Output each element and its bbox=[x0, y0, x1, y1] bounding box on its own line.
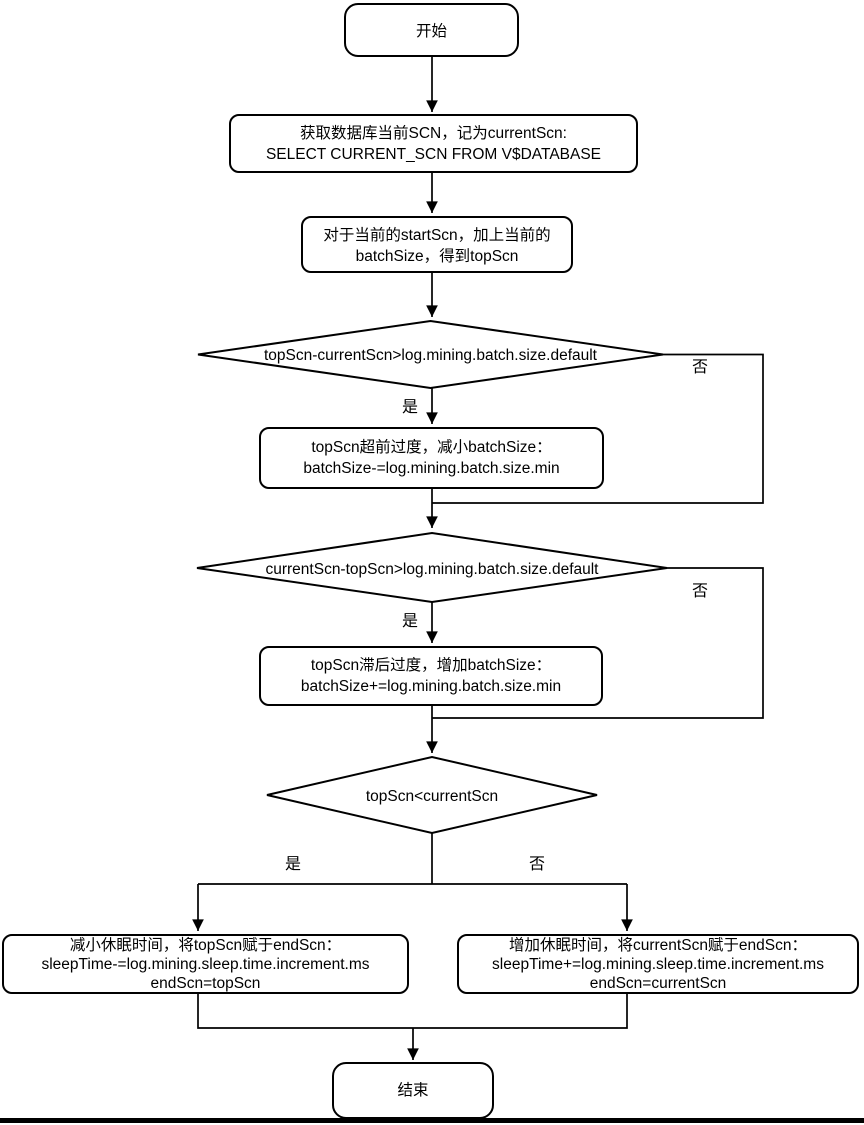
check-ahead-label: topScn-currentScn>log.mining.batch.size.… bbox=[264, 347, 598, 364]
shrink-sleep-line3: endScn=topScn bbox=[151, 975, 261, 992]
decision-top-lt-current: topScn<currentScn bbox=[266, 755, 598, 835]
compute-topscn-line1: 对于当前的startScn，加上当前的 bbox=[323, 226, 550, 244]
fetch-scn-line2: SELECT CURRENT_SCN FROM V$DATABASE bbox=[266, 146, 601, 163]
shrink-batch-line1: topScn超前过度，减小batchSize： bbox=[311, 438, 551, 456]
node-compute-topscn: 对于当前的startScn，加上当前的 batchSize，得到topScn bbox=[301, 216, 573, 273]
node-grow-sleep: 增加休眠时间，将currentScn赋于endScn： sleepTime+=l… bbox=[457, 934, 859, 994]
node-shrink-batch: topScn超前过度，减小batchSize： batchSize-=log.m… bbox=[259, 427, 604, 489]
shrink-sleep-line2: sleepTime-=log.mining.sleep.time.increme… bbox=[41, 956, 369, 973]
grow-sleep-line1: 增加休眠时间，将currentScn赋于endScn： bbox=[509, 936, 807, 954]
decision-check-behind: currentScn-topScn>log.mining.batch.size.… bbox=[196, 531, 668, 604]
node-grow-batch: topScn滞后过度，增加batchSize： batchSize+=log.m… bbox=[259, 646, 603, 706]
node-shrink-sleep: 减小休眠时间，将topScn赋于endScn： sleepTime-=log.m… bbox=[2, 934, 409, 994]
compute-topscn-shape bbox=[301, 216, 573, 273]
edges bbox=[192, 56, 764, 1060]
grow-sleep-line2: sleepTime+=log.mining.sleep.time.increme… bbox=[492, 956, 824, 973]
edge-no-loop-check-ahead bbox=[432, 353, 764, 504]
end-label: 结束 bbox=[397, 1081, 428, 1099]
compute-topscn-line2: batchSize，得到topScn bbox=[356, 247, 519, 265]
edge-merge bbox=[197, 993, 628, 1029]
label-no-2: 否 bbox=[692, 583, 708, 600]
label-yes-3: 是 bbox=[285, 856, 301, 873]
shrink-sleep-shape bbox=[2, 934, 409, 994]
top-lt-current-shape bbox=[266, 755, 598, 835]
bottom-divider bbox=[0, 1118, 864, 1123]
grow-batch-line1: topScn滞后过度，增加batchSize： bbox=[311, 656, 551, 674]
grow-sleep-line3: endScn=currentScn bbox=[590, 975, 727, 992]
fetch-scn-line1: 获取数据库当前SCN，记为currentScn: bbox=[300, 124, 567, 142]
top-lt-current-label: topScn<currentScn bbox=[366, 788, 498, 805]
grow-batch-shape bbox=[259, 646, 603, 706]
check-ahead-shape bbox=[197, 319, 664, 390]
node-end: 结束 bbox=[332, 1062, 494, 1119]
label-no-1: 否 bbox=[692, 359, 708, 376]
node-start: 开始 bbox=[344, 3, 519, 57]
start-shape bbox=[344, 3, 519, 57]
shrink-sleep-line1: 减小休眠时间，将topScn赋于endScn： bbox=[70, 936, 341, 954]
fetch-scn-shape bbox=[229, 114, 638, 173]
grow-sleep-shape bbox=[457, 934, 859, 994]
start-label: 开始 bbox=[416, 22, 448, 40]
shrink-batch-shape bbox=[259, 427, 604, 489]
shrink-batch-line2: batchSize-=log.mining.batch.size.min bbox=[303, 460, 559, 477]
node-fetch-scn: 获取数据库当前SCN，记为currentScn: SELECT CURRENT_… bbox=[229, 114, 638, 173]
edge-no-loop-check-behind bbox=[432, 567, 764, 719]
label-yes-2: 是 bbox=[402, 613, 418, 630]
label-yes-1: 是 bbox=[402, 399, 418, 416]
grow-batch-line2: batchSize+=log.mining.batch.size.min bbox=[301, 678, 561, 695]
decision-check-ahead: topScn-currentScn>log.mining.batch.size.… bbox=[197, 319, 664, 390]
check-behind-label: currentScn-topScn>log.mining.batch.size.… bbox=[265, 561, 599, 578]
check-behind-shape bbox=[196, 531, 668, 604]
label-no-3: 否 bbox=[529, 856, 545, 873]
